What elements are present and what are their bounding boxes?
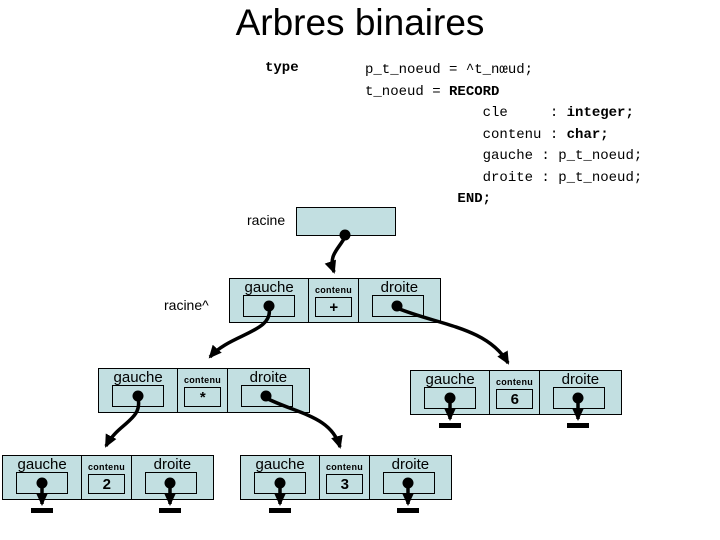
node-cell-contenu: contenu *: [178, 369, 228, 412]
node-cell-contenu: contenu 3: [320, 456, 370, 499]
node-cell-gauche: gauche: [99, 369, 179, 412]
cell-label-contenu: contenu: [495, 377, 534, 387]
pointer-box-gauche: [243, 295, 295, 317]
code-keyword-type: type: [265, 60, 299, 76]
value-box: 2: [88, 474, 126, 494]
cell-label-gauche: gauche: [255, 456, 305, 473]
pointer-box-gauche: [254, 472, 306, 494]
node-cell-contenu: contenu 6: [490, 371, 540, 414]
cell-label-droite: droite: [391, 456, 430, 473]
label-racine: racine: [247, 212, 286, 228]
pointer-box-droite: [144, 472, 197, 494]
cell-label-droite: droite: [380, 279, 419, 296]
node-cell-droite: droite: [540, 371, 621, 414]
cell-label-gauche: gauche: [113, 369, 163, 386]
tree-node-left-left: gauche contenu 2 droite: [2, 455, 214, 500]
cell-label-droite: droite: [249, 369, 288, 386]
cell-label-gauche: gauche: [244, 279, 294, 296]
page-title: Arbres binaires: [235, 2, 485, 43]
pointer-box-droite: [371, 295, 424, 317]
node-cell-gauche: gauche: [3, 456, 83, 499]
code-line: p_t_noeud = ^t_nœud;: [365, 60, 642, 82]
node-cell-gauche: gauche: [411, 371, 491, 414]
code-line: gauche : p_t_noeud;: [365, 146, 643, 168]
pointer-box-gauche: [112, 385, 164, 407]
pointer-box-droite: [240, 385, 293, 407]
code-text: droite : p_t_noeud;: [365, 169, 643, 186]
cell-label-contenu: contenu: [183, 375, 222, 385]
cell-label-droite: droite: [153, 456, 192, 473]
code-line: cle : integer;: [365, 103, 642, 125]
node-cell-gauche: gauche: [241, 456, 321, 499]
value-box: +: [315, 297, 353, 317]
racine-pointer-box: [296, 207, 396, 236]
pointer-box-gauche: [16, 472, 68, 494]
code-line: droite : p_t_noeud;: [365, 168, 643, 190]
code-text: gauche : p_t_noeud;: [365, 148, 643, 164]
arrow-racine-to-root: [324, 236, 347, 274]
node-cell-gauche: gauche: [230, 279, 310, 322]
cell-label-contenu: contenu: [87, 462, 126, 472]
pointer-box-droite: [382, 472, 435, 494]
code-text: cle :: [365, 105, 567, 121]
node-cell-droite: droite: [228, 369, 309, 412]
tree-node-left: gauche contenu * droite: [98, 368, 310, 413]
cell-label-droite: droite: [561, 371, 600, 388]
code-text: [365, 191, 457, 207]
code-line: END;: [365, 189, 642, 211]
code-text: t_noeud =: [365, 83, 450, 100]
code-line: contenu : char;: [365, 125, 642, 147]
code-line: t_noeud = RECORD: [365, 82, 642, 104]
code-text: contenu :: [365, 126, 567, 143]
tree-node-root: gauche contenu + droite: [229, 278, 441, 323]
code-bold: RECORD: [449, 83, 500, 100]
cell-label-gauche: gauche: [425, 371, 475, 388]
value-box: 3: [326, 474, 364, 494]
node-cell-droite: droite: [370, 456, 451, 499]
cell-label-gauche: gauche: [17, 456, 67, 473]
node-cell-contenu: contenu +: [309, 279, 359, 322]
pointer-box-droite: [552, 387, 605, 409]
tree-node-right: gauche contenu 6 droite: [410, 370, 622, 415]
pointer-box-gauche: [424, 387, 476, 409]
code-bold: char;: [566, 126, 609, 143]
code-block: p_t_noeud = ^t_nœud; t_noeud = RECORD cl…: [365, 60, 642, 211]
value-box: *: [184, 387, 222, 407]
code-bold: integer;: [566, 105, 634, 121]
label-racine-deref: racine^: [164, 297, 209, 313]
cell-label-contenu: contenu: [314, 285, 353, 295]
code-bold: END;: [457, 191, 492, 207]
node-cell-droite: droite: [359, 279, 440, 322]
node-cell-contenu: contenu 2: [82, 456, 132, 499]
cell-label-contenu: contenu: [325, 462, 364, 472]
tree-node-left-right: gauche contenu 3 droite: [240, 455, 452, 500]
value-box: 6: [496, 389, 534, 409]
node-cell-droite: droite: [132, 456, 213, 499]
code-text: p_t_noeud = ^t_nœud;: [365, 62, 534, 78]
